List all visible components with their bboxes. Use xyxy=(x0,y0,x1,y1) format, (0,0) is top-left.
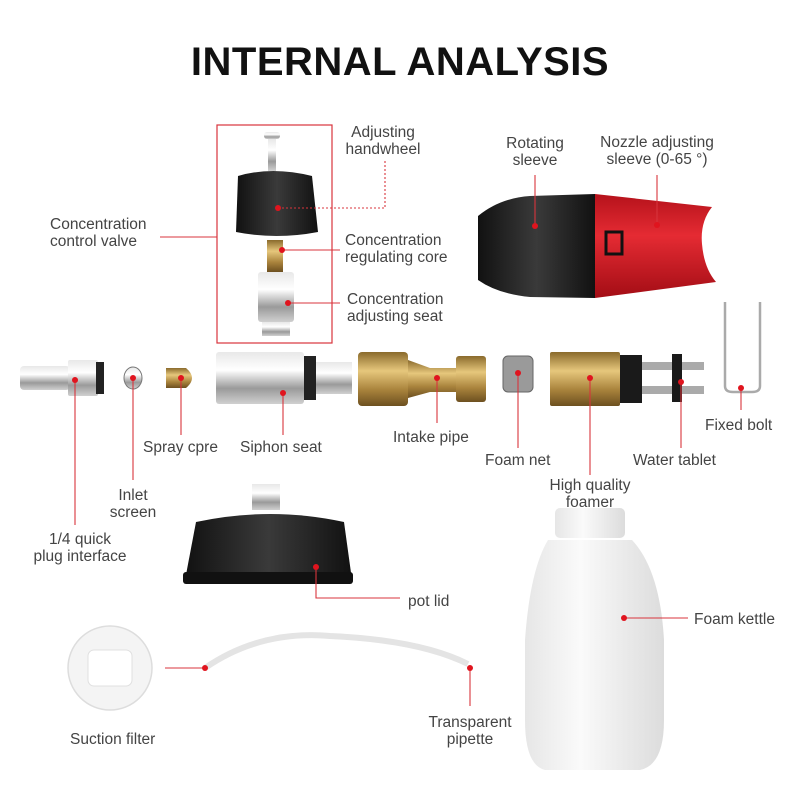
label-spray-core: Spray cpre xyxy=(143,439,218,456)
foam-kettle-part xyxy=(525,508,664,770)
page-title: INTERNAL ANALYSIS xyxy=(190,40,610,84)
nozzle-part xyxy=(478,194,716,298)
pipette-part xyxy=(203,632,470,671)
label-pot-lid: pot lid xyxy=(408,593,450,610)
control-valve-frame xyxy=(216,124,333,344)
siphon-seat-part xyxy=(216,352,352,404)
water-tablet-part xyxy=(642,354,704,402)
label-water-tablet: Water tablet xyxy=(633,452,716,469)
label-foam-kettle: Foam kettle xyxy=(694,611,775,628)
fixed-bolt-part xyxy=(723,302,762,394)
regulating-core-part xyxy=(267,240,283,272)
foamer-part xyxy=(550,352,642,406)
leader-dots xyxy=(72,205,744,671)
pot-lid-part xyxy=(183,484,353,584)
quick-plug-part xyxy=(20,360,104,396)
screw-part xyxy=(264,132,280,171)
handwheel-part xyxy=(236,171,318,236)
adjusting-seat-part xyxy=(258,272,294,322)
label-suction-filter: Suction filter xyxy=(70,731,156,748)
leader-lines xyxy=(74,160,742,706)
label-intake-pipe: Intake pipe xyxy=(393,429,469,446)
label-siphon-seat: Siphon seat xyxy=(240,439,322,456)
label-foam-net: Foam net xyxy=(485,452,551,469)
label-fixed-bolt: Fixed bolt xyxy=(705,417,773,434)
intake-pipe-part xyxy=(358,352,486,406)
